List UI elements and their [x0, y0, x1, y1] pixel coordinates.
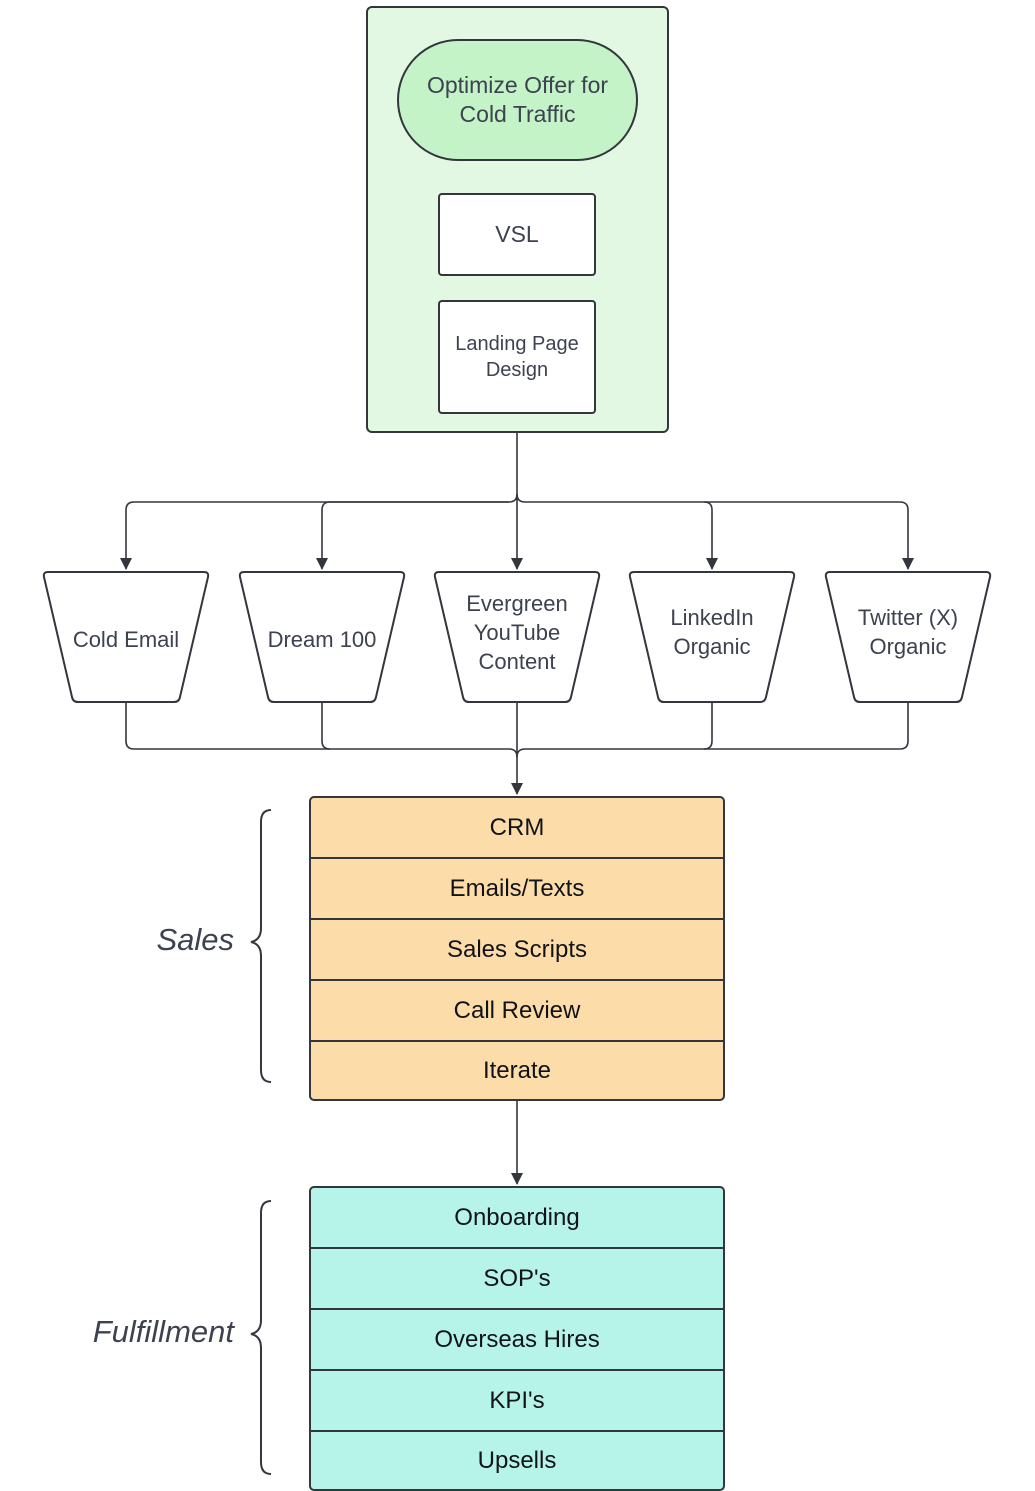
connector-to-twitter	[704, 501, 914, 570]
channel-twitter-organic[interactable]: Twitter (X) Organic	[826, 567, 990, 697]
sales-item-emails-texts[interactable]: Emails/Texts	[311, 857, 723, 918]
vsl-label: VSL	[495, 221, 539, 247]
fulfillment-brace	[250, 1200, 272, 1475]
fulfillment-stack: Onboarding SOP's Overseas Hires KPI's Up…	[309, 1186, 725, 1491]
fulfillment-item-overseas-hires[interactable]: Overseas Hires	[311, 1308, 723, 1369]
channel-label: Dream 100	[267, 626, 377, 652]
channel-shape-twitter	[824, 571, 992, 703]
offer-start-node[interactable]: Optimize Offer for Cold Traffic	[397, 39, 638, 161]
landing-page-node[interactable]: Landing Page Design	[438, 300, 596, 414]
sales-item-call-review[interactable]: Call Review	[311, 979, 723, 1040]
fulfillment-item-sops[interactable]: SOP's	[311, 1247, 723, 1308]
channel-cold-email[interactable]: Cold Email	[44, 572, 208, 704]
connector-merge-dream100	[321, 703, 331, 750]
sales-group-label: Sales	[156, 922, 234, 957]
channel-evergreen-youtube[interactable]: Evergreen YouTube Content	[435, 567, 599, 697]
sales-stack: CRM Emails/Texts Sales Scripts Call Revi…	[309, 796, 725, 1101]
connector-merge-right	[516, 703, 909, 758]
vsl-node[interactable]: VSL	[438, 193, 596, 276]
channel-shape-cold-email	[42, 571, 210, 703]
connector-merge-left	[125, 703, 518, 758]
landing-page-label: Landing Page Design	[455, 333, 579, 381]
connector-to-dream100	[316, 501, 509, 570]
fulfillment-item-onboarding[interactable]: Onboarding	[454, 1203, 580, 1231]
channel-shape-youtube	[433, 571, 601, 703]
fulfillment-item-upsells[interactable]: Upsells	[311, 1430, 723, 1489]
channel-shape-linkedin	[628, 571, 796, 703]
channel-label: Twitter (X) Organic	[857, 605, 959, 659]
sales-item-crm[interactable]: CRM	[489, 813, 545, 841]
channel-label: Cold Email	[72, 626, 180, 652]
connector-merge-linkedin	[703, 703, 713, 750]
offer-start-label: Optimize Offer for Cold Traffic	[426, 72, 609, 127]
channel-label: Evergreen YouTube Content	[466, 590, 568, 674]
sales-brace	[250, 809, 272, 1083]
channel-label: LinkedIn Organic	[670, 605, 754, 659]
fulfillment-item-kpis[interactable]: KPI's	[311, 1369, 723, 1430]
fulfillment-group-label: Fulfillment	[92, 1314, 234, 1349]
channel-dream-100[interactable]: Dream 100	[240, 572, 404, 704]
channel-linkedin-organic[interactable]: LinkedIn Organic	[630, 567, 794, 697]
connector-to-linkedin	[516, 493, 718, 570]
sales-item-sales-scripts[interactable]: Sales Scripts	[311, 918, 723, 979]
sales-item-iterate[interactable]: Iterate	[311, 1040, 723, 1099]
channel-shape-dream-100	[238, 571, 406, 703]
